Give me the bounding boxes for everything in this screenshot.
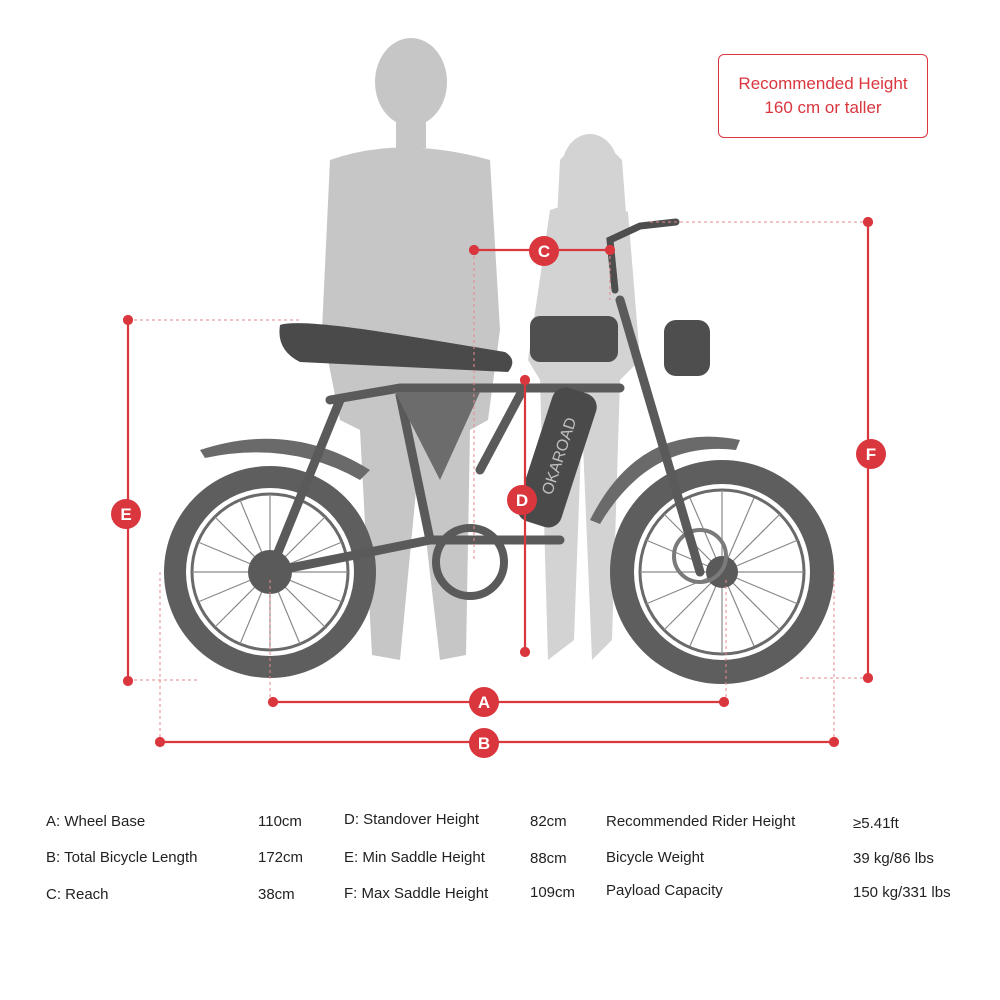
spec-value-standover: 82cm xyxy=(530,813,567,830)
headlight xyxy=(664,320,710,376)
recommended-height-box: Recommended Height 160 cm or taller xyxy=(718,54,928,138)
marker-e: E xyxy=(111,499,141,529)
spec-label-standover: D: Standover Height xyxy=(344,811,480,828)
saddle xyxy=(279,323,513,372)
spec-value-rider-height: ≥5.41ft xyxy=(853,815,899,832)
spec-value-bike-weight: 39 kg/86 lbs xyxy=(853,850,934,867)
spec-label-min-saddle: E: Min Saddle Height xyxy=(344,849,485,866)
rear-fender xyxy=(200,438,370,480)
marker-c: C xyxy=(529,236,559,266)
svg-text:F: F xyxy=(866,445,876,464)
spec-value-wheel-base: 110cm xyxy=(258,813,302,830)
spec-label-wheel-base: A: Wheel Base xyxy=(46,813,146,830)
svg-text:A: A xyxy=(478,693,490,712)
marker-d: D xyxy=(507,485,537,515)
dimension-guides xyxy=(128,221,868,742)
marker-f: F xyxy=(856,439,886,469)
spec-label-total-length: B: Total Bicycle Length xyxy=(46,849,198,866)
svg-text:E: E xyxy=(120,505,131,524)
spec-value-min-saddle: 88cm xyxy=(530,850,567,867)
svg-text:D: D xyxy=(516,491,528,510)
spec-label-bike-weight: Bicycle Weight xyxy=(606,849,705,866)
spec-label-rider-height: Recommended Rider Height xyxy=(606,813,796,830)
spec-value-total-length: 172cm xyxy=(258,849,304,866)
spec-value-reach: 38cm xyxy=(258,886,295,903)
spec-value-payload: 150 kg/331 lbs xyxy=(853,884,951,901)
frame-mesh-panel xyxy=(395,392,480,480)
svg-text:B: B xyxy=(478,734,490,753)
recommended-height-title: Recommended Height xyxy=(738,74,908,93)
front-wheel xyxy=(610,460,834,684)
spec-label-reach: C: Reach xyxy=(46,886,109,903)
spec-value-max-saddle: 109cm xyxy=(530,884,576,901)
bike-dimension-diagram: OKAROAD E xyxy=(111,38,886,758)
handlebar xyxy=(606,218,680,294)
chainring xyxy=(432,524,508,600)
marker-b: B xyxy=(469,728,499,758)
marker-a: A xyxy=(469,687,499,717)
spec-label-payload: Payload Capacity xyxy=(606,882,723,899)
tank-bag xyxy=(530,316,618,362)
svg-text:C: C xyxy=(538,242,550,261)
spec-label-max-saddle: F: Max Saddle Height xyxy=(344,885,489,902)
recommended-height-value: 160 cm or taller xyxy=(764,98,882,117)
e-bike-illustration: OKAROAD xyxy=(164,218,834,684)
